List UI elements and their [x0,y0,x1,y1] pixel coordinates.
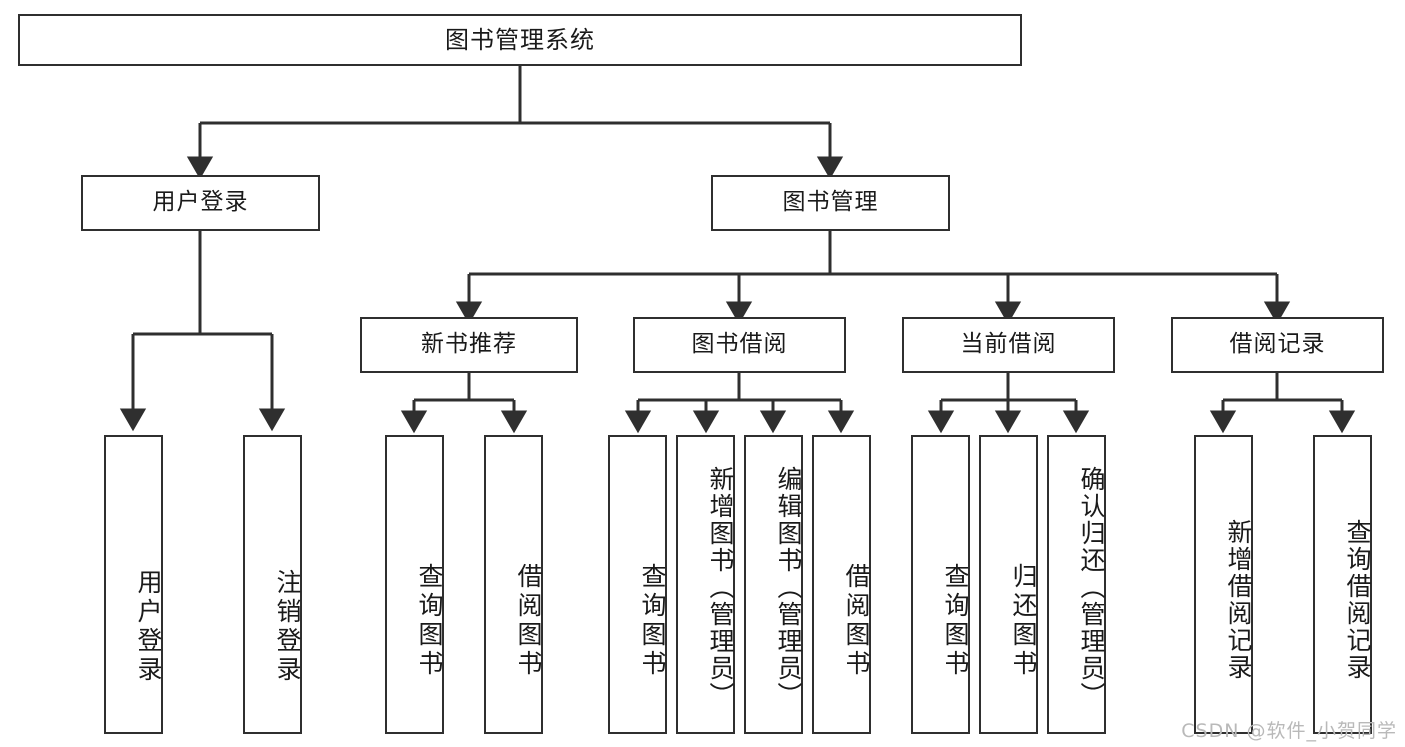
node-new-book-recommend[interactable]: 新书推荐 [360,317,578,373]
leaf-borrow-book-borrow[interactable]: 借阅图书 [812,435,871,734]
leaf-logout-login[interactable]: 注销登录 [243,435,302,734]
leaf-query-book-recommend[interactable]: 查询图书 [385,435,444,734]
leaf-return-book[interactable]: 归还图书 [979,435,1038,734]
leaf-edit-book[interactable]: 编辑图书（管理员） [744,435,803,734]
node-root-system[interactable]: 图书管理系统 [18,14,1022,66]
node-book-borrow[interactable]: 图书借阅 [633,317,846,373]
node-current-borrow[interactable]: 当前借阅 [902,317,1115,373]
leaf-query-borrow-record[interactable]: 查询借阅记录 [1313,435,1372,734]
leaf-confirm-return[interactable]: 确认归还（管理员） [1047,435,1106,734]
node-borrow-record[interactable]: 借阅记录 [1171,317,1384,373]
leaf-query-book-borrow[interactable]: 查询图书 [608,435,667,734]
leaf-add-book[interactable]: 新增图书（管理员） [676,435,735,734]
leaf-add-borrow-record[interactable]: 新增借阅记录 [1194,435,1253,734]
node-book-management[interactable]: 图书管理 [711,175,950,231]
watermark-text: CSDN @软件_小贺同学 [1181,720,1397,742]
leaf-query-book-current[interactable]: 查询图书 [911,435,970,734]
leaf-user-login[interactable]: 用户登录 [104,435,163,734]
node-user-login[interactable]: 用户登录 [81,175,320,231]
leaf-borrow-book-recommend[interactable]: 借阅图书 [484,435,543,734]
